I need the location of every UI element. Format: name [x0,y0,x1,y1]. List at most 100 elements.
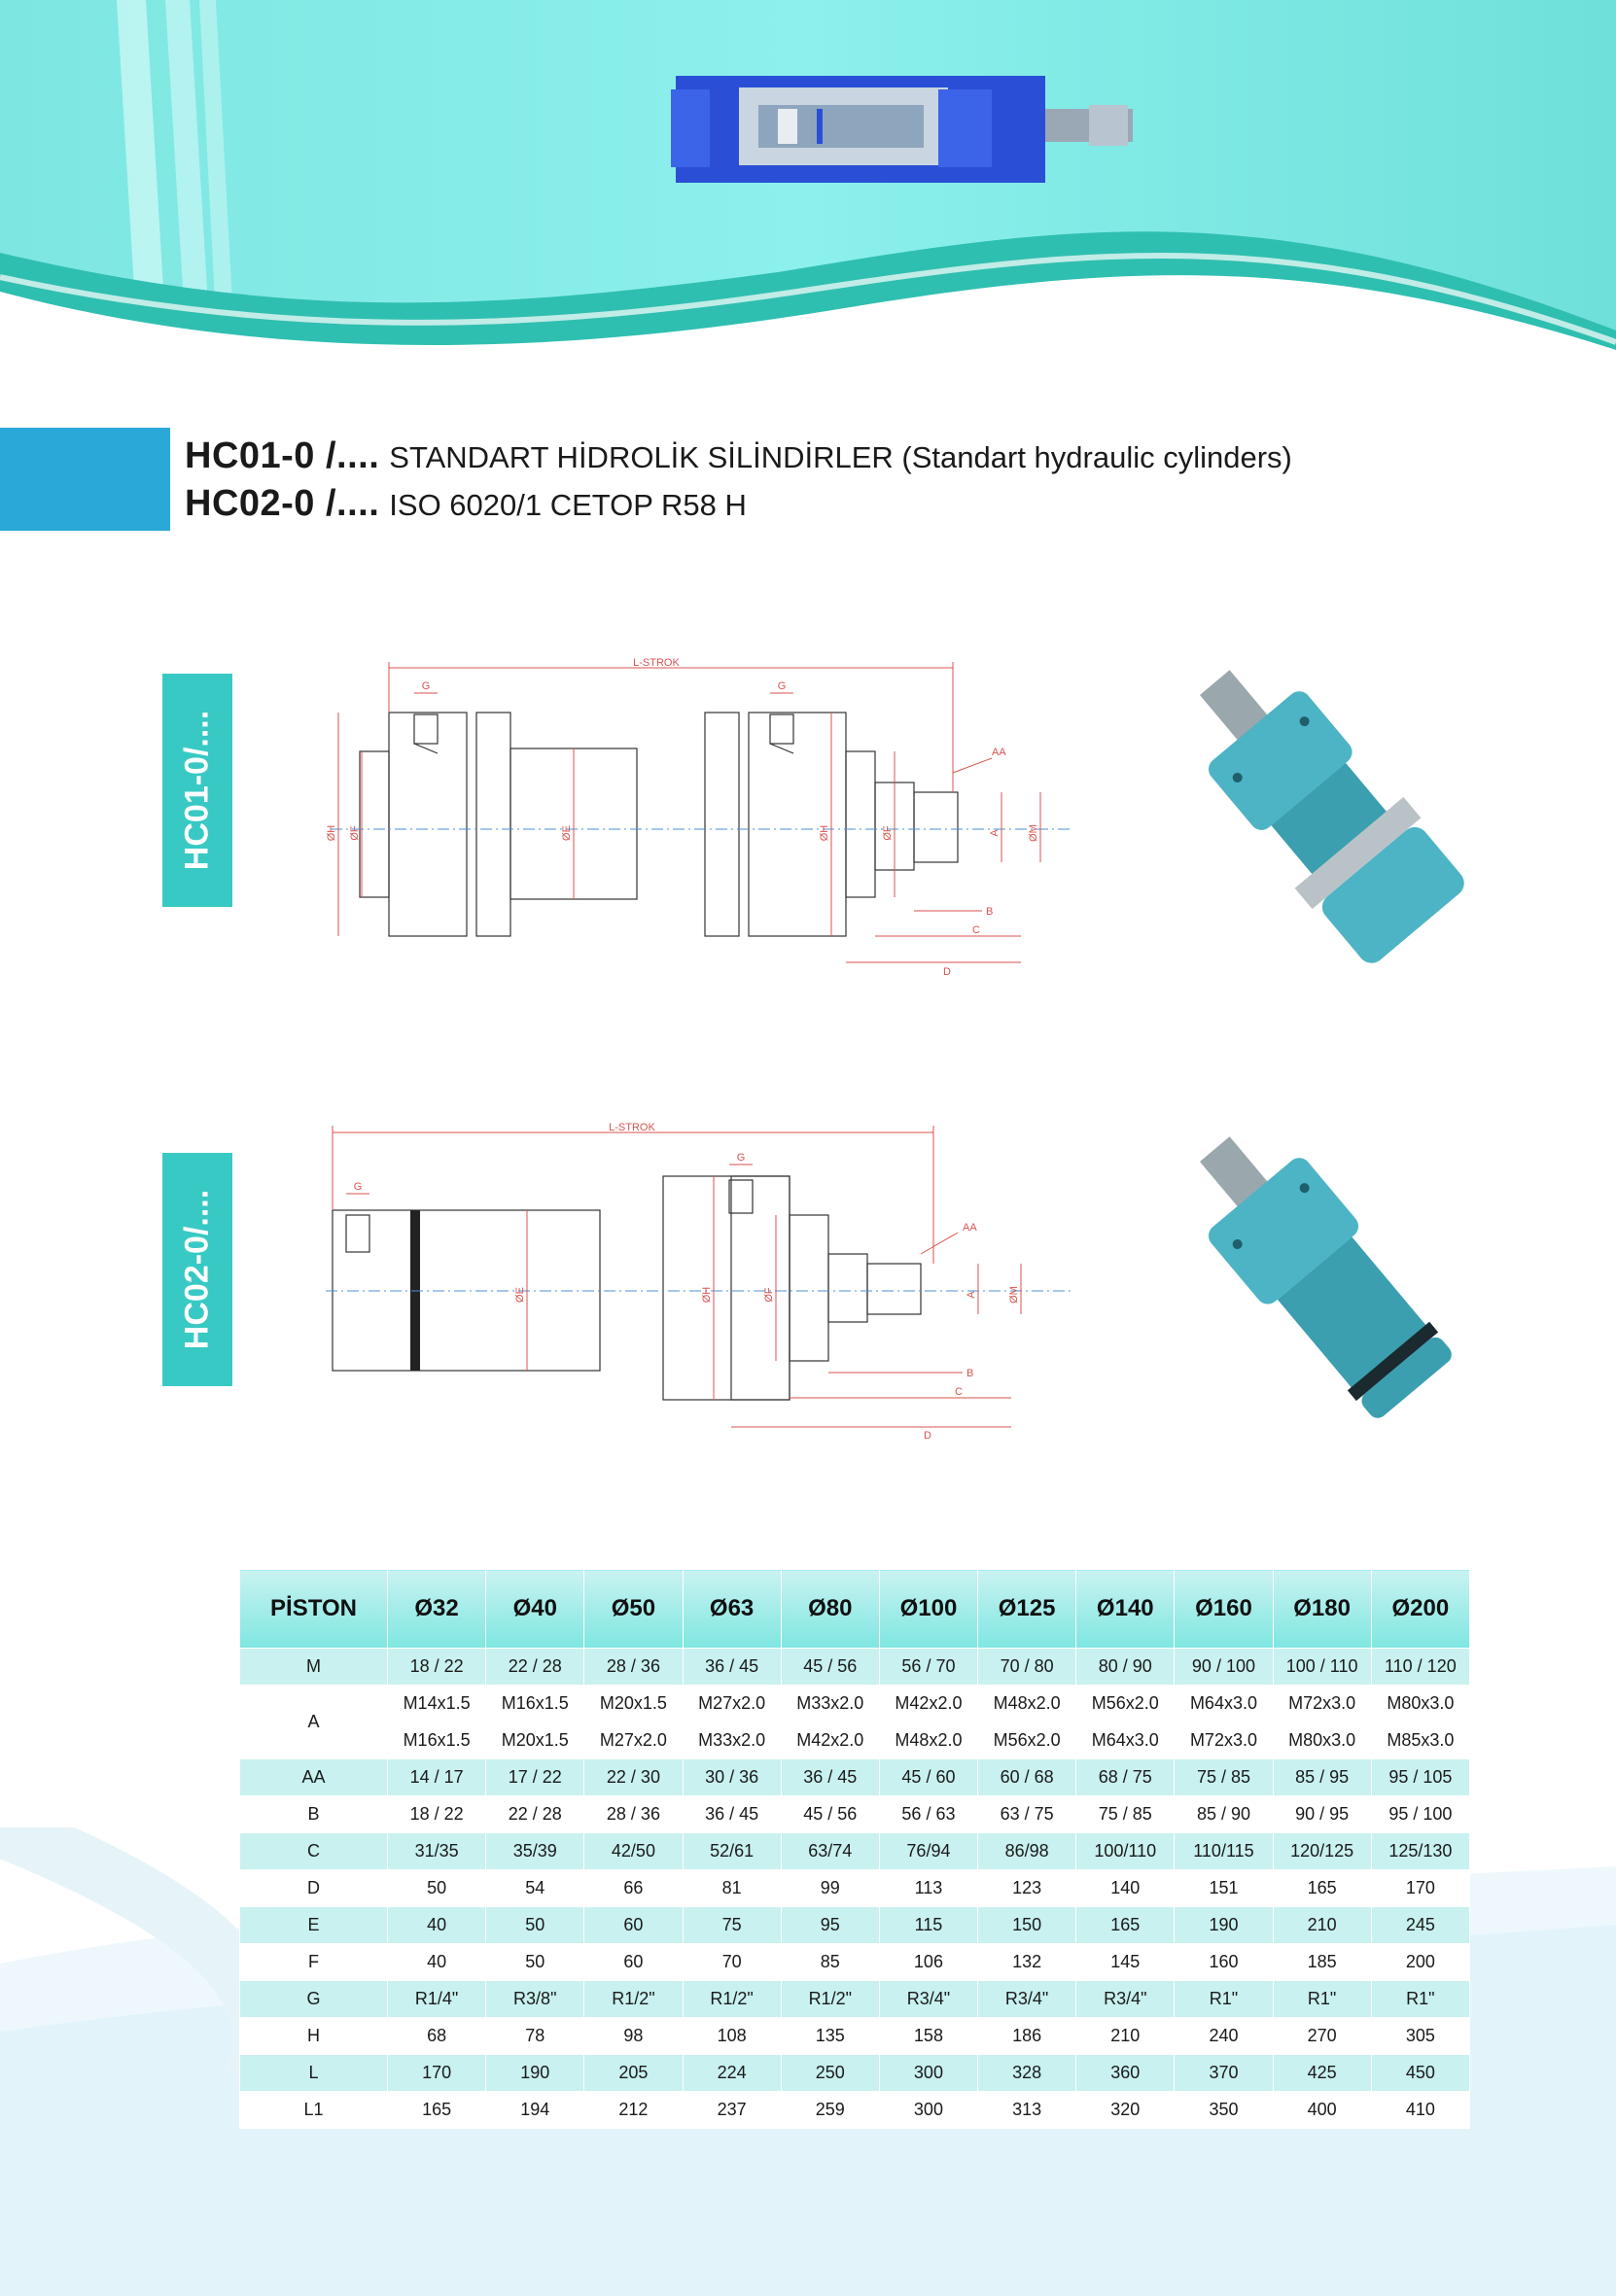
table-cell: R1" [1174,1980,1274,2018]
row-label: L [239,2054,388,2092]
table-cell: M64x3.0 [1174,1685,1274,1722]
table-cell: 45 / 56 [780,1795,880,1833]
title-line-2: HC02-0 /.... ISO 6020/1 CETOP R58 H [185,483,747,525]
row-label: AA [239,1758,388,1796]
table-cell: R1" [1370,1980,1471,2018]
table-cell: 360 [1075,2054,1176,2092]
table-cell: 90 / 100 [1174,1648,1274,1686]
dim-aa: AA [992,747,1006,758]
table-cell: 110 / 120 [1370,1648,1471,1686]
table-cell: 270 [1272,2017,1372,2055]
title-desc-2: ISO 6020/1 CETOP R58 H [389,488,747,522]
table-cell: 60 / 68 [977,1758,1077,1796]
table-cell: M56x2.0 [977,1722,1077,1759]
table-cell: 28 / 36 [583,1795,684,1833]
header-cell: Ø125 [977,1569,1077,1649]
side-tab-hc01-label: HC01-0/.... [178,710,216,871]
dim2-h: ØH [701,1287,713,1304]
dim-m: ØM [1028,824,1039,842]
title-accent-bar [0,428,170,531]
table-cell: 70 [682,1943,782,1981]
table-cell: 18 / 22 [386,1648,487,1686]
table-cell: 66 [583,1869,684,1907]
table-cell: 190 [1174,1906,1274,1944]
row-label: M [239,1648,388,1686]
row-label: G [239,1980,388,2018]
table-cell: M72x3.0 [1272,1685,1372,1722]
table-cell: 115 [878,1906,979,1944]
row-label: A [239,1685,388,1759]
dim-g-right: G [778,680,787,692]
table-cell: M48x2.0 [878,1722,979,1759]
dim-f-left: ØF [349,825,361,841]
table-cell: 63/74 [780,1832,880,1870]
title-code-1: HC01-0 /.... [185,435,380,476]
table-cell: 100 / 110 [1272,1648,1372,1686]
table-cell: 350 [1174,2091,1274,2129]
dim-f-right: ØF [882,825,894,841]
dim2-c: C [955,1386,963,1398]
row-label: L1 [239,2091,388,2129]
table-cell: 78 [485,2017,585,2055]
dim-d: D [943,966,951,978]
table-cell: 113 [878,1869,979,1907]
table-cell: 80 / 90 [1075,1648,1176,1686]
table-cell: 205 [583,2054,684,2092]
table-cell: 52/61 [682,1832,782,1870]
table-cell: 75 [682,1906,782,1944]
table-cell: M80x3.0 [1272,1722,1372,1759]
table-cell: 210 [1075,2017,1176,2055]
row-label: F [239,1943,388,1981]
table-cell: 36 / 45 [682,1648,782,1686]
table-cell: 313 [977,2091,1077,2129]
table-cell: M16x1.5 [485,1685,585,1722]
table-cell: M72x3.0 [1174,1722,1274,1759]
table-cell: M33x2.0 [780,1685,880,1722]
table-cell: 85 / 90 [1174,1795,1274,1833]
table-cell: 95 [780,1906,880,1944]
table-cell: M48x2.0 [977,1685,1077,1722]
header-cylinder-image [671,76,1133,183]
table-cell: 40 [386,1906,487,1944]
dim2-length: L-STROK [609,1122,655,1133]
table-cell: M42x2.0 [878,1685,979,1722]
table-cell: 100/110 [1075,1832,1176,1870]
table-cell: 40 [386,1943,487,1981]
dim-length: L-STROK [633,657,680,669]
table-cell: 450 [1370,2054,1471,2092]
header-cell: PİSTON [239,1569,388,1649]
table-cell: 60 [583,1906,684,1944]
table-cell: 70 / 80 [977,1648,1077,1686]
table-cell: 150 [977,1906,1077,1944]
table-cell: 245 [1370,1906,1471,1944]
table-cell: M56x2.0 [1075,1685,1176,1722]
table-cell: 132 [977,1943,1077,1981]
table-cell: 30 / 36 [682,1758,782,1796]
table-cell: 370 [1174,2054,1274,2092]
dim2-a: A [966,1291,977,1299]
table-cell: 185 [1272,1943,1372,1981]
table-cell: 186 [977,2017,1077,2055]
table-cell: 240 [1174,2017,1274,2055]
table-cell: 86/98 [977,1832,1077,1870]
table-cell: 194 [485,2091,585,2129]
table-cell: 31/35 [386,1832,487,1870]
cylinder-render-hc01 [1199,670,1464,963]
table-cell: 170 [386,2054,487,2092]
title-code-2: HC02-0 /.... [185,483,380,524]
row-label: C [239,1832,388,1870]
table-cell: 22 / 28 [485,1648,585,1686]
table-cell: 210 [1272,1906,1372,1944]
dim-h-right: ØH [819,825,830,842]
table-cell: M20x1.5 [583,1685,684,1722]
table-cell: 22 / 28 [485,1795,585,1833]
table-cell: 200 [1370,1943,1471,1981]
table-cell: 135 [780,2017,880,2055]
table-cell: 54 [485,1869,585,1907]
